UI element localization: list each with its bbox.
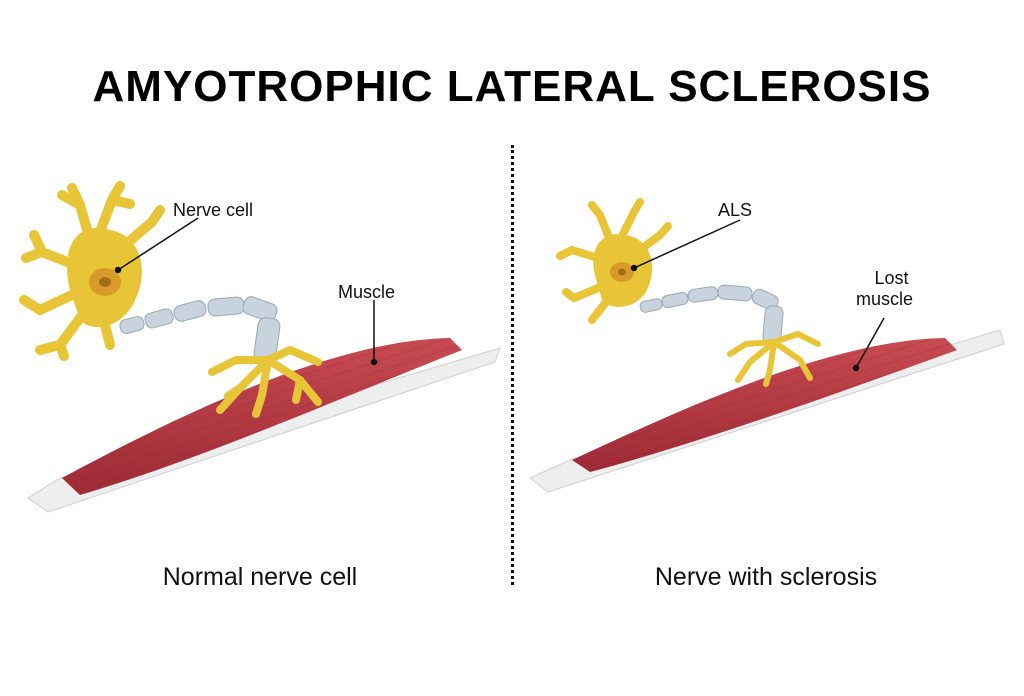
caption-sclerosis: Nerve with sclerosis [654, 563, 878, 591]
left-muscle [27, 338, 501, 513]
label-nerve-cell: Nerve cell [173, 200, 254, 220]
left-nerve-ending [208, 345, 322, 418]
caption-normal: Normal nerve cell [162, 563, 358, 591]
label-lost-muscle-line1: Lost [874, 268, 909, 288]
label-lost-muscle: Lost muscle [856, 268, 913, 310]
label-als: ALS [718, 200, 753, 220]
label-muscle: Muscle [338, 282, 396, 302]
right-neuron [556, 198, 672, 324]
right-nerve-ending [727, 330, 821, 387]
panel-divider [511, 145, 514, 585]
right-muscle [529, 329, 1005, 493]
left-leader-lines [114, 217, 378, 366]
left-axon [119, 296, 281, 363]
right-axon [639, 284, 784, 345]
label-lost-muscle-line2: muscle [856, 289, 914, 309]
diagram-title: AMYOTROPHIC LATERAL SCLEROSIS [92, 62, 932, 111]
left-neuron [19, 181, 165, 361]
right-leader-lines [630, 219, 885, 372]
